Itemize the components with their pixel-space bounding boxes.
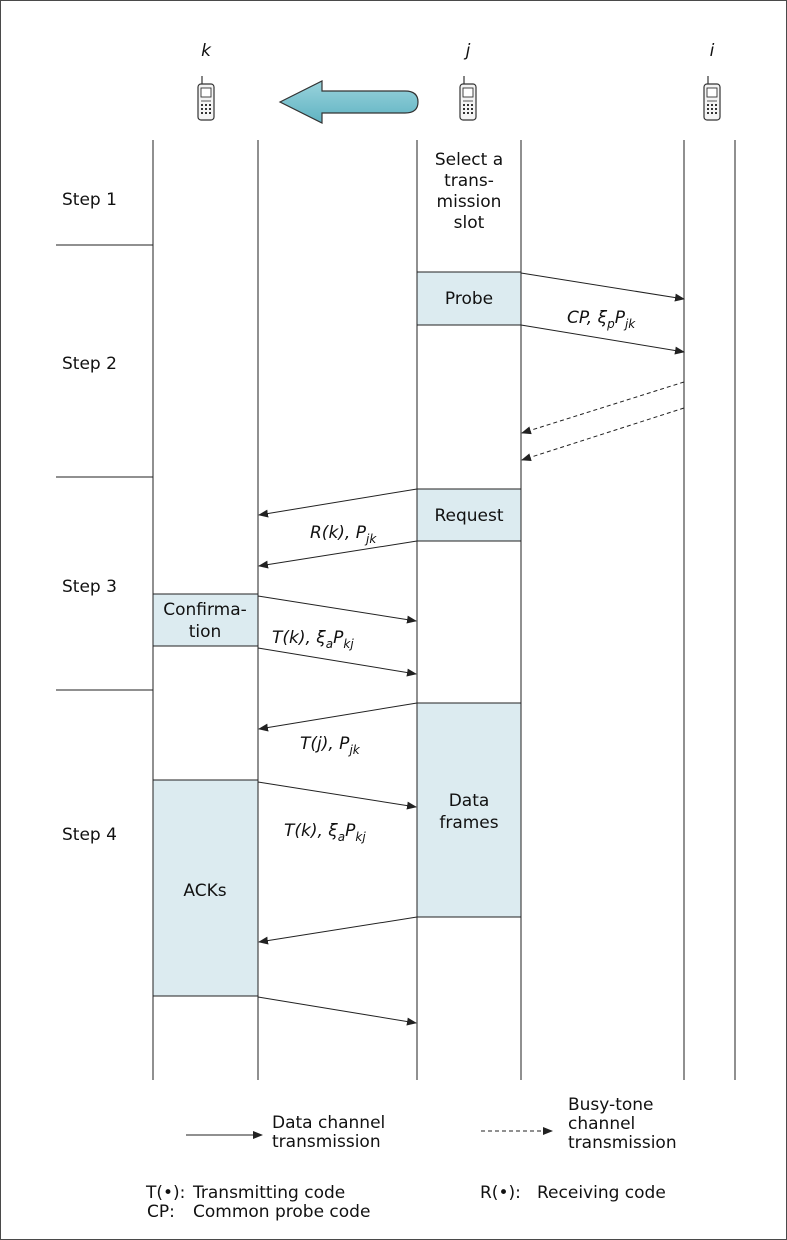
legend-busy-line: channel bbox=[568, 1114, 635, 1134]
busy-tone-arrow bbox=[521, 407, 685, 462]
legend-cp-symbol: CP: bbox=[147, 1202, 175, 1222]
select-slot-text: Select a trans- mission slot bbox=[435, 150, 503, 233]
select-slot-line: trans- bbox=[444, 171, 494, 191]
legend-cp-text: Common probe code bbox=[193, 1202, 370, 1222]
legend-data-line: transmission bbox=[272, 1132, 381, 1152]
node-label-j: j bbox=[464, 41, 471, 61]
probe-code-sub2: jk bbox=[623, 317, 636, 331]
data-code-j-label: T(j), Pjk bbox=[300, 734, 361, 757]
request-box bbox=[416, 488, 522, 542]
data-code-j-main: T(j), P bbox=[300, 734, 350, 754]
legend-data-line: Data channel bbox=[272, 1113, 385, 1133]
data-code-k-sub1: a bbox=[338, 830, 345, 844]
data-code-j-sub: jk bbox=[347, 743, 360, 757]
data-frames-arrow bbox=[258, 916, 418, 945]
phone-j-icon bbox=[459, 75, 477, 121]
legend-t-text: Transmitting code bbox=[192, 1183, 345, 1203]
step-label: Step 4 bbox=[62, 825, 117, 845]
legend-busy-line: Busy-tone bbox=[568, 1095, 654, 1115]
node-label-i: i bbox=[710, 41, 715, 61]
request-code-main: R(k), P bbox=[310, 523, 367, 543]
acks-box-label: ACKs bbox=[183, 881, 226, 901]
legend-busy-line: transmission bbox=[568, 1133, 677, 1153]
legend-t-symbol: T(•): bbox=[145, 1183, 185, 1203]
data-frames-label: frames bbox=[439, 813, 498, 833]
step-label: Step 2 bbox=[62, 354, 117, 374]
data-code-k-mid: P bbox=[345, 821, 356, 841]
probe-code-label: CP, ξpPjk bbox=[567, 308, 636, 331]
data-code-k-sub2: kj bbox=[355, 830, 366, 844]
confirmation-box bbox=[152, 593, 259, 647]
select-slot-line: slot bbox=[454, 213, 485, 233]
probe-arrow bbox=[520, 324, 685, 355]
confirm-code-main: T(k), ξ bbox=[272, 628, 326, 648]
probe-code-sub1: p bbox=[606, 317, 615, 331]
legend-r-symbol: R(•): bbox=[480, 1183, 521, 1203]
legend-r-text: Receiving code bbox=[537, 1183, 666, 1203]
probe-code-main: CP, ξ bbox=[567, 308, 608, 328]
data-frames-box bbox=[416, 702, 522, 918]
select-slot-line: mission bbox=[437, 192, 502, 212]
request-code-label: R(k), Pjk bbox=[310, 523, 377, 546]
confirm-code-sub1: a bbox=[326, 637, 333, 651]
select-slot-line: Select a bbox=[435, 150, 503, 170]
direction-arrow-icon bbox=[278, 80, 419, 124]
confirmation-arrow bbox=[257, 647, 417, 677]
node-label-k: k bbox=[201, 41, 212, 61]
busy-tone-arrow bbox=[521, 381, 685, 435]
probe-code-mid: P bbox=[615, 308, 626, 328]
ack-arrow bbox=[257, 996, 417, 1026]
probe-box-label: Probe bbox=[445, 289, 493, 309]
data-frames-label: Data bbox=[449, 791, 490, 811]
confirm-code-label: T(k), ξaPkj bbox=[272, 628, 354, 651]
confirm-code-mid: P bbox=[333, 628, 344, 648]
data-frames-arrow bbox=[258, 702, 418, 732]
confirmation-box-label: Confirma- bbox=[163, 600, 247, 620]
phone-i-icon bbox=[703, 75, 721, 121]
request-arrow bbox=[258, 488, 418, 518]
confirmation-arrow bbox=[257, 595, 417, 624]
acks-box bbox=[152, 779, 259, 997]
step-label: Step 3 bbox=[62, 577, 117, 597]
data-code-k-main: T(k), ξ bbox=[284, 821, 338, 841]
request-arrow bbox=[258, 540, 418, 569]
ack-arrow bbox=[257, 781, 417, 810]
data-code-k-label: T(k), ξaPkj bbox=[284, 821, 366, 844]
probe-box bbox=[416, 271, 522, 326]
step-label: Step 1 bbox=[62, 190, 117, 210]
request-code-sub: jk bbox=[364, 532, 377, 546]
confirm-code-sub2: kj bbox=[343, 637, 354, 651]
probe-arrow bbox=[520, 272, 685, 302]
confirmation-box-label: tion bbox=[189, 622, 222, 642]
request-box-label: Request bbox=[434, 506, 503, 526]
phone-k-icon bbox=[197, 75, 215, 121]
